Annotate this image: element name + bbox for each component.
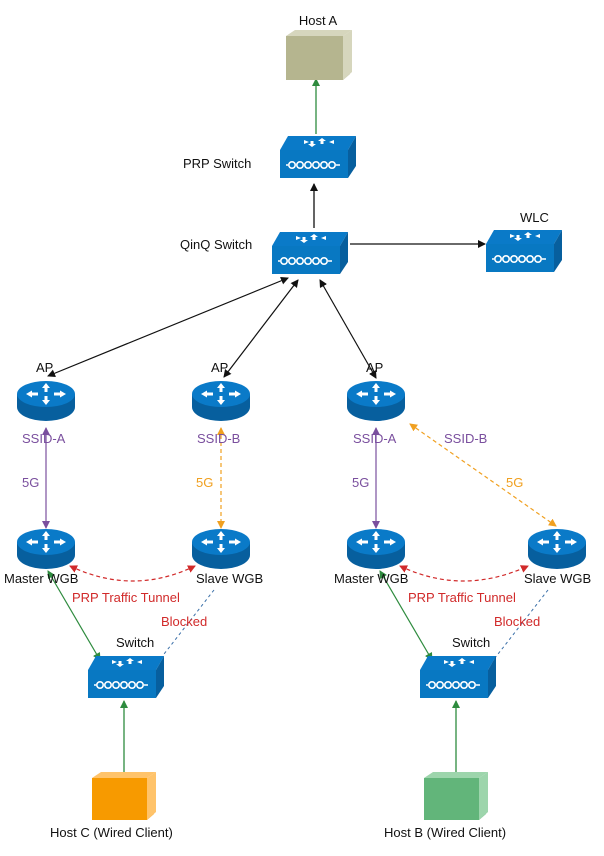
band-5g-label-1: 5G xyxy=(22,475,39,490)
ap-2: AP xyxy=(192,360,250,421)
router-icon xyxy=(528,529,586,569)
master-wgb-right: Master WGB xyxy=(334,529,408,586)
slave-wgb-left: Slave WGB xyxy=(192,529,263,586)
blocked-label-right: Blocked xyxy=(494,614,540,629)
host-a-label: Host A xyxy=(299,13,338,28)
link-ap3-slave-wgb-right xyxy=(409,423,557,527)
prp-switch-label: PRP Switch xyxy=(183,156,251,171)
network-switch-icon xyxy=(485,229,563,273)
network-switch-icon xyxy=(279,135,357,179)
link-qinq-ap1 xyxy=(47,276,289,378)
ssid-a-label-left: SSID-A xyxy=(22,431,66,446)
band-5g-label-3: 5G xyxy=(352,475,369,490)
host-a: Host A xyxy=(286,13,352,80)
router-icon xyxy=(192,529,250,569)
host-box-icon xyxy=(286,30,352,80)
slave-wgb-right: Slave WGB xyxy=(524,529,591,586)
qinq-switch-label: QinQ Switch xyxy=(180,237,252,252)
host-b: Host B (Wired Client) xyxy=(384,772,506,840)
router-icon xyxy=(17,381,75,421)
band-5g-label-4: 5G xyxy=(506,475,523,490)
master-wgb-right-label: Master WGB xyxy=(334,571,408,586)
master-wgb-left-label: Master WGB xyxy=(4,571,78,586)
host-c-label: Host C (Wired Client) xyxy=(50,825,173,840)
router-icon xyxy=(347,529,405,569)
ap-1: AP xyxy=(17,360,75,421)
host-box-icon xyxy=(424,772,488,820)
switch-right-label: Switch xyxy=(452,635,490,650)
host-c: Host C (Wired Client) xyxy=(50,772,173,840)
host-box-icon xyxy=(92,772,156,820)
wlc-label: WLC xyxy=(520,210,549,225)
network-switch-icon xyxy=(419,655,497,699)
link-qinq-ap2 xyxy=(223,279,299,378)
router-icon xyxy=(17,529,75,569)
access-switch-right: Switch xyxy=(419,635,497,699)
ssid-b-label-left: SSID-B xyxy=(197,431,240,446)
prp-tunnel-right xyxy=(399,565,529,582)
prp-tunnel-label-right: PRP Traffic Tunnel xyxy=(408,590,516,605)
blocked-label-left: Blocked xyxy=(161,614,207,629)
ap-1-label: AP xyxy=(36,360,53,375)
qinq-switch: QinQ Switch xyxy=(180,231,349,275)
prp-tunnel-left xyxy=(69,565,196,582)
master-wgb-left: Master WGB xyxy=(4,529,78,586)
ap-3: AP xyxy=(347,360,405,421)
switch-left-label: Switch xyxy=(116,635,154,650)
access-switch-left: Switch xyxy=(87,635,165,699)
link-master-wgb-switch-left xyxy=(47,570,101,661)
network-switch-icon xyxy=(271,231,349,275)
host-b-label: Host B (Wired Client) xyxy=(384,825,506,840)
ap-2-label: AP xyxy=(211,360,228,375)
router-icon xyxy=(347,381,405,421)
link-master-wgb-switch-right xyxy=(379,570,433,661)
network-switch-icon xyxy=(87,655,165,699)
ssid-b-label-right: SSID-B xyxy=(444,431,487,446)
ap-3-label: AP xyxy=(366,360,383,375)
prp-switch: PRP Switch xyxy=(183,135,357,179)
router-icon xyxy=(192,381,250,421)
ssid-a-label-right: SSID-A xyxy=(353,431,397,446)
wlc: WLC xyxy=(485,210,563,273)
slave-wgb-left-label: Slave WGB xyxy=(196,571,263,586)
band-5g-label-2: 5G xyxy=(196,475,213,490)
prp-tunnel-label-left: PRP Traffic Tunnel xyxy=(72,590,180,605)
slave-wgb-right-label: Slave WGB xyxy=(524,571,591,586)
link-qinq-ap3 xyxy=(319,279,377,379)
